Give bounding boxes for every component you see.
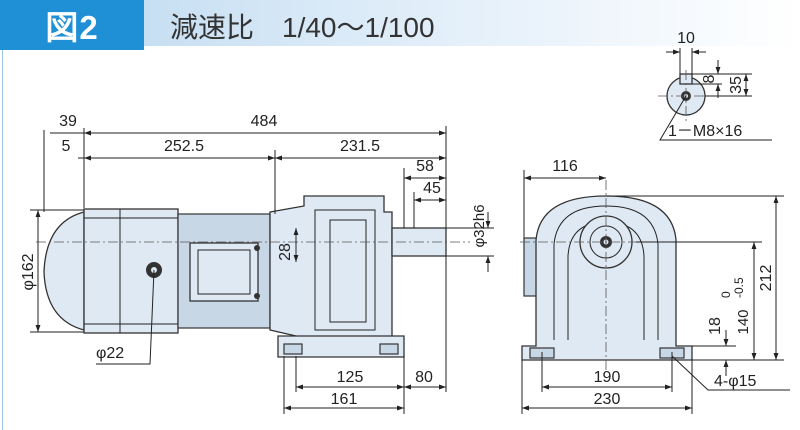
dim-190: 190 — [594, 369, 621, 386]
dim-140-tol-upper: 0 — [719, 291, 733, 298]
dim-58: 58 — [416, 158, 434, 175]
dim-8: 8 — [701, 74, 718, 83]
dim-140-tol-lower: -0.5 — [732, 277, 746, 298]
side-rule — [2, 50, 3, 430]
dim-28: 28 — [277, 243, 294, 261]
side-view — [36, 195, 470, 358]
gear-case-front — [521, 195, 693, 361]
dim-161: 161 — [331, 391, 358, 408]
dim-80: 80 — [415, 369, 433, 386]
dim-39: 39 — [59, 113, 77, 130]
motor-body — [83, 208, 179, 334]
dim-10: 10 — [677, 30, 695, 47]
front-dimensions: 116 212 140 0 -0.5 18 190 230 4-φ15 — [521, 158, 790, 414]
gear-case — [269, 195, 393, 341]
motor-rear-cover — [43, 211, 85, 331]
dim-116: 116 — [552, 158, 578, 175]
dim-230: 230 — [594, 391, 621, 408]
dim-5: 5 — [62, 138, 71, 155]
dim-140: 140 — [735, 309, 752, 334]
dim-4-phi15: 4-φ15 — [714, 373, 757, 390]
side-dimensions: 484 39 5 252.5 231.5 58 45 φ32h6 28 φ16 — [20, 113, 494, 414]
dim-45: 45 — [423, 180, 441, 197]
shaft-end-view: 10 8 35 1－M8×16 — [658, 30, 772, 141]
dim-252-5: 252.5 — [164, 138, 204, 155]
dim-484: 484 — [251, 113, 278, 130]
dim-35: 35 — [728, 76, 745, 94]
figure-badge: 図2 — [0, 0, 144, 50]
dim-phi162: φ162 — [20, 253, 37, 290]
dim-shaft-phi32h6: φ32h6 — [471, 204, 488, 247]
dim-231-5: 231.5 — [340, 138, 380, 155]
dim-18: 18 — [707, 317, 724, 335]
terminal-box — [189, 242, 259, 302]
front-view — [520, 180, 760, 370]
dim-212: 212 — [758, 265, 775, 292]
dim-thread-m8: 1－M8×16 — [668, 123, 742, 140]
dim-125: 125 — [337, 369, 364, 386]
figure-title: 減速比 1/40～1/100 — [170, 12, 435, 43]
dim-phi22: φ22 — [96, 345, 124, 362]
